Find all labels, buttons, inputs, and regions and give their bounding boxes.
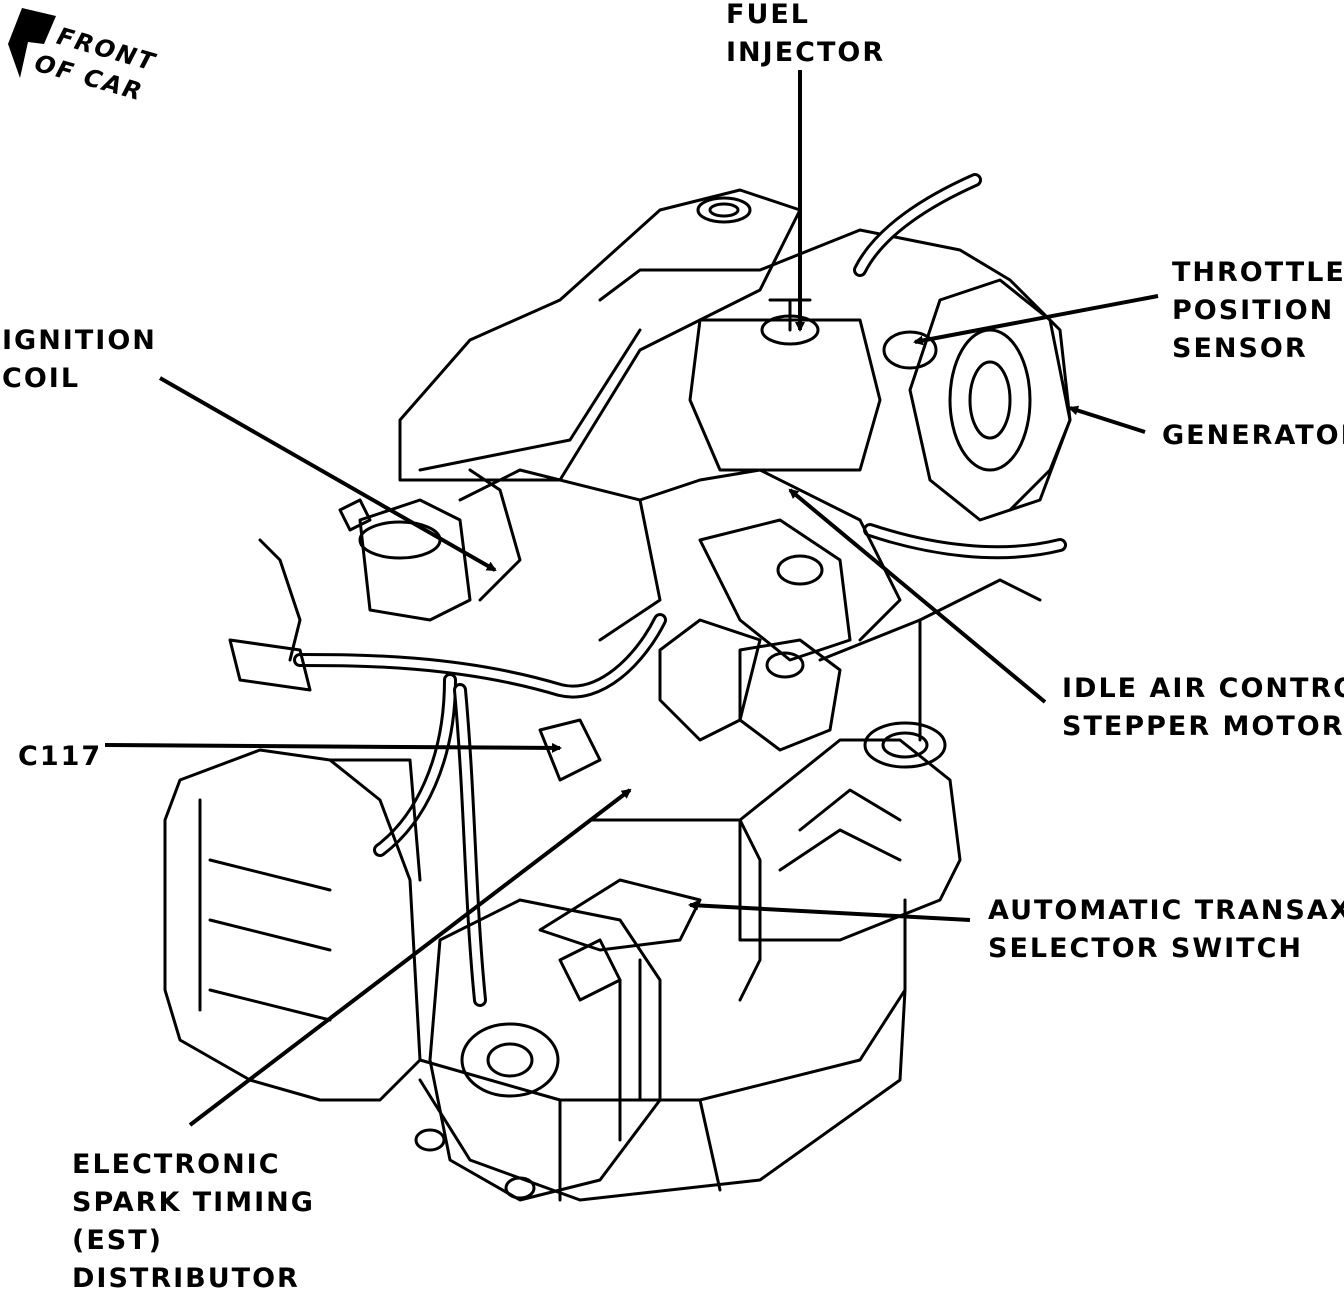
ignition-coil-leader — [159, 376, 497, 572]
generator-housing — [908, 278, 1072, 522]
automatic-transaxle-leader — [688, 900, 971, 922]
est-distributor-leader — [188, 788, 632, 1127]
c117-label: C117 — [18, 741, 103, 772]
valve-cover — [398, 188, 802, 482]
engine-drawing — [163, 173, 1072, 1202]
throttle-position-sensor-label: THROTTLE POSITION SENSOR — [1172, 257, 1344, 364]
c117-leader — [104, 742, 562, 753]
leader-lines — [104, 70, 1159, 1127]
oil-filler-cap — [696, 196, 752, 224]
throttle-position-sensor-leader — [913, 294, 1159, 346]
generator-label: GENERATOR — [1162, 420, 1344, 451]
throttle-body — [688, 318, 882, 472]
automatic-transaxle-label: AUTOMATIC TRANSAXLE SELECTOR SWITCH — [988, 895, 1344, 964]
est-distributor-label: ELECTRONIC SPARK TIMING (EST) DISTRIBUTO… — [72, 1149, 315, 1294]
idle-air-control-leader — [788, 488, 1047, 704]
front-arrow-icon — [8, 8, 56, 78]
fuel-injector-label: FUEL INJECTOR — [726, 0, 886, 68]
c117-connector — [538, 718, 602, 782]
transaxle-cylinder — [738, 738, 962, 942]
generator-leader — [1068, 405, 1146, 434]
ignition-coil-label: IGNITION COIL — [2, 325, 157, 394]
idle-air-control-label: IDLE AIR CONTROL STEPPER MOTOR — [1062, 673, 1344, 742]
ignition-coil-body — [358, 498, 472, 622]
